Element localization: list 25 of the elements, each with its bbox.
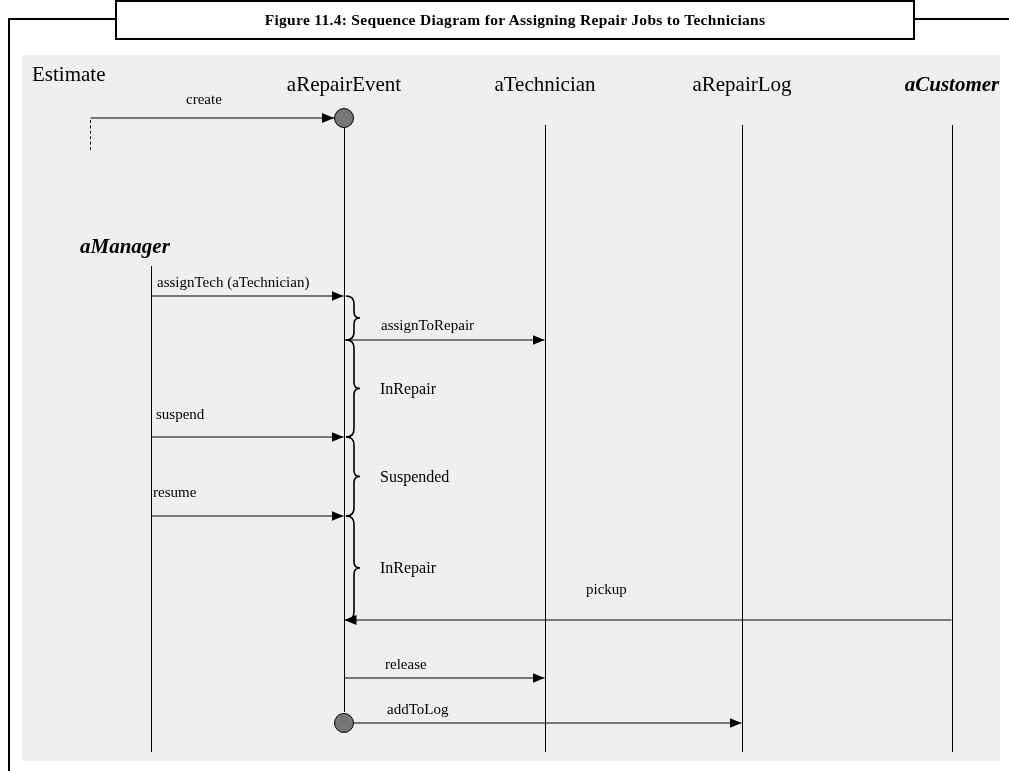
state-label: InRepair <box>380 379 436 398</box>
object-name: aManager <box>80 234 170 259</box>
message-label: assignTech (aTechnician) <box>156 273 311 291</box>
lifeline <box>89 120 91 150</box>
message-arrow <box>353 718 743 728</box>
message-arrow <box>343 335 546 345</box>
figure-title: Figure 11.4: Sequence Diagram for Assigning Repair Jobs to Technicians <box>115 0 915 40</box>
object-name: aRepairLog <box>692 72 792 97</box>
message-arrow <box>89 113 335 123</box>
state-label: InRepair <box>380 559 436 577</box>
lifeline <box>544 125 546 752</box>
object-name: aRepairEvent <box>286 72 402 97</box>
lifeline <box>741 125 743 752</box>
state-label: Suspended <box>380 467 450 486</box>
object-name: Estimate <box>32 62 106 87</box>
object-name: aTechnician <box>494 72 596 97</box>
object-name: aCustomer <box>904 72 1000 97</box>
lifeline <box>343 128 345 712</box>
message-arrow <box>150 291 345 301</box>
message-arrow <box>343 673 546 683</box>
lifeline <box>951 125 953 752</box>
lifeline <box>150 266 152 752</box>
message-arrow <box>343 615 953 625</box>
message-arrow <box>150 432 345 442</box>
message-arrow <box>150 511 345 521</box>
